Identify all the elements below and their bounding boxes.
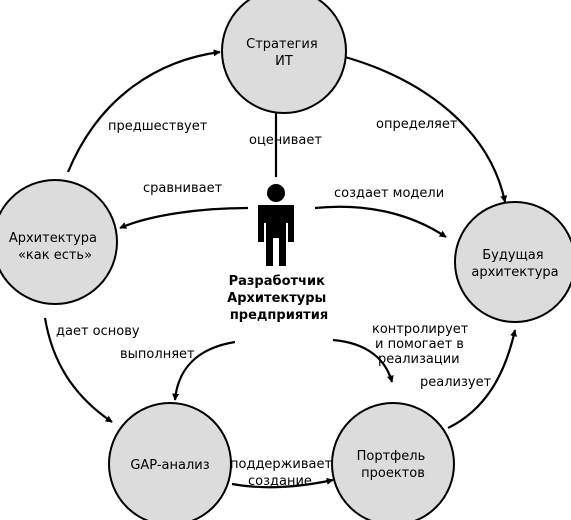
edge-controls [332,338,394,383]
edge-label-implements: реализует [420,375,492,390]
edge-label-supports: поддерживает создание [230,457,336,489]
edge-implements [447,329,518,429]
node-it-strategy-circle [221,0,347,114]
node-as-is-label: Архитектура «как есть» [9,231,101,263]
edge-models [314,205,447,238]
edge-label-basis: дает основу [56,324,140,339]
person-icon [258,184,294,266]
edge-label-precedes: предшествует [108,119,208,134]
edge-basis [43,317,113,423]
node-portfolio-label: Портфель проектов [357,449,430,481]
edge-supports [231,477,334,489]
edge-label-controls: контролирует и помогает в реализации [372,322,473,367]
node-gap-label: GAP-анализ [130,458,209,473]
node-future-label: Будущая архитектура [471,248,558,280]
node-portfolio-circle [331,402,455,520]
node-future-circle [454,201,571,323]
edge-label-evaluates: оценивает [249,133,322,148]
node-as-is-circle [0,179,118,305]
enterprise-architect-label: Разработчик Архитектуры предприятия [227,274,331,323]
edge-label-performs: выполняет [120,347,195,362]
edge-compares [119,206,249,230]
edge-precedes [66,49,221,173]
node-gap-circle [108,402,232,520]
node-it-strategy-label: Стратегия ИТ [246,37,322,69]
edge-label-models: создает модели [334,186,444,201]
edge-defines [344,55,508,203]
edge-performs [172,340,236,401]
edge-label-defines: определяет [376,117,458,132]
edge-label-compares: сравнивает [143,181,223,196]
